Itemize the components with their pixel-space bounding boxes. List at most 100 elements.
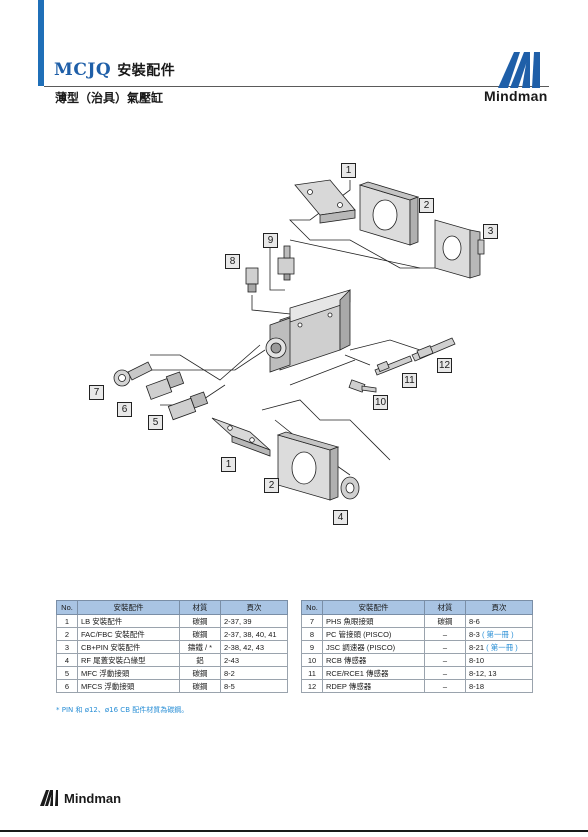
cell-name: RDEP 傳感器 xyxy=(322,679,425,693)
callout-9: 9 xyxy=(263,233,278,248)
callout-2-top: 2 xyxy=(419,198,434,213)
cell-name: LB 安裝配件 xyxy=(77,614,180,628)
material-footnote: * PIN 和 ø12、ø16 CB 配件材質為碳鋼。 xyxy=(56,706,189,714)
cell-page-value: 8-21 xyxy=(469,642,485,652)
cell-page: 8-2 xyxy=(220,666,288,680)
col-page: 頁次 xyxy=(465,600,533,615)
cell-page: 8-10 xyxy=(465,653,533,667)
callout-7: 7 xyxy=(89,385,104,400)
sensor-rcb xyxy=(348,379,377,393)
mcjq-cylinder xyxy=(265,289,351,373)
cell-page-value: 8-18 xyxy=(469,681,485,691)
cell-material: 碳鋼 xyxy=(179,627,221,641)
cell-material: 碳鋼 xyxy=(179,666,221,680)
leader-line xyxy=(349,339,421,351)
callout-11: 11 xyxy=(402,373,417,388)
cell-page: 8-3 ( 第一冊 ) xyxy=(465,627,533,641)
leader-line xyxy=(135,349,266,371)
cell-no: 9 xyxy=(301,640,323,654)
cell-no: 7 xyxy=(301,614,323,628)
speed-controller xyxy=(277,245,295,281)
page-title-model: MCJQ xyxy=(54,60,112,80)
table-header-row: No. 安裝配件 材質 頁次 xyxy=(56,600,288,615)
floating-joint-mfc xyxy=(167,391,209,421)
col-material: 材質 xyxy=(179,600,221,615)
cell-page: 8-18 xyxy=(465,679,533,693)
cell-no: 2 xyxy=(56,627,78,641)
cell-page: 8-12, 13 xyxy=(465,666,533,680)
cell-material: – xyxy=(424,640,466,654)
cell-material: 碳鋼 xyxy=(424,614,466,628)
page-title: MCJQ 安裝配件 xyxy=(54,60,175,80)
cell-page-note: ( 第一冊 ) xyxy=(486,642,518,652)
callout-10: 10 xyxy=(373,395,388,410)
cell-name: MFCS 浮動接頭 xyxy=(77,679,180,693)
cell-page-value: 8-10 xyxy=(469,655,485,665)
cell-name: FAC/FBC 安裝配件 xyxy=(77,627,180,641)
floating-joint-mfcs xyxy=(145,371,185,400)
page-title-zh: 安裝配件 xyxy=(117,63,176,79)
flange-plate-bottom xyxy=(276,431,340,501)
cell-no: 3 xyxy=(56,640,78,654)
cell-name: MFC 浮動接頭 xyxy=(77,666,180,680)
lb-bracket-bottom xyxy=(211,417,271,457)
flange-plate-top xyxy=(358,181,420,246)
leader-line xyxy=(289,359,356,386)
col-accessory: 安裝配件 xyxy=(77,600,180,615)
leader-line xyxy=(261,399,391,461)
col-material: 材質 xyxy=(424,600,466,615)
cell-material: 碳鋼 xyxy=(179,679,221,693)
cell-name: RF 尾蓋安裝凸緣型 xyxy=(77,653,180,667)
callout-5: 5 xyxy=(148,415,163,430)
cell-material: – xyxy=(424,679,466,693)
cell-no: 6 xyxy=(56,679,78,693)
cell-page: 8-5 xyxy=(220,679,288,693)
cell-no: 10 xyxy=(301,653,323,667)
callout-3: 3 xyxy=(483,224,498,239)
cell-no: 11 xyxy=(301,666,323,680)
cell-no: 4 xyxy=(56,653,78,667)
cell-material: 鑄鐵 / * xyxy=(179,640,221,654)
rod-end xyxy=(113,361,153,387)
leader-line xyxy=(269,245,285,291)
cell-name: CB+PIN 安裝配件 xyxy=(77,640,180,654)
mindman-logo-mark xyxy=(498,52,540,88)
col-page: 頁次 xyxy=(220,600,288,615)
cell-no: 12 xyxy=(301,679,323,693)
cell-material: 碳鋼 xyxy=(179,614,221,628)
callout-2-bottom: 2 xyxy=(264,478,279,493)
cell-name: RCE/RCE1 傳感器 xyxy=(322,666,425,680)
callout-4: 4 xyxy=(333,510,348,525)
cell-page-value: 8-12, 13 xyxy=(469,668,497,678)
cell-no: 5 xyxy=(56,666,78,680)
tube-fitting xyxy=(245,267,259,293)
header-accent-bar xyxy=(38,0,44,86)
assembly-diagram xyxy=(113,179,485,501)
cell-page-value: 8-3 xyxy=(469,629,480,639)
leader-line xyxy=(289,239,421,269)
callout-6: 6 xyxy=(117,402,132,417)
callout-8: 8 xyxy=(225,254,240,269)
cell-no: 1 xyxy=(56,614,78,628)
callout-12: 12 xyxy=(437,358,452,373)
leader-line xyxy=(344,354,371,366)
cell-name: JSC 調速器 (PISCO) xyxy=(322,640,425,654)
lb-bracket-top xyxy=(294,179,356,224)
cell-material: – xyxy=(424,666,466,680)
col-no: No. xyxy=(301,600,323,615)
mindman-logo-mark-footer xyxy=(40,790,58,806)
callout-1-bottom: 1 xyxy=(221,457,236,472)
brand-name-top: Mindman xyxy=(484,88,548,104)
sensor-rce xyxy=(374,355,413,376)
cell-page-value: 8-6 xyxy=(469,616,480,626)
rear-flange-ring xyxy=(340,476,360,500)
clevis-bracket xyxy=(434,219,485,279)
